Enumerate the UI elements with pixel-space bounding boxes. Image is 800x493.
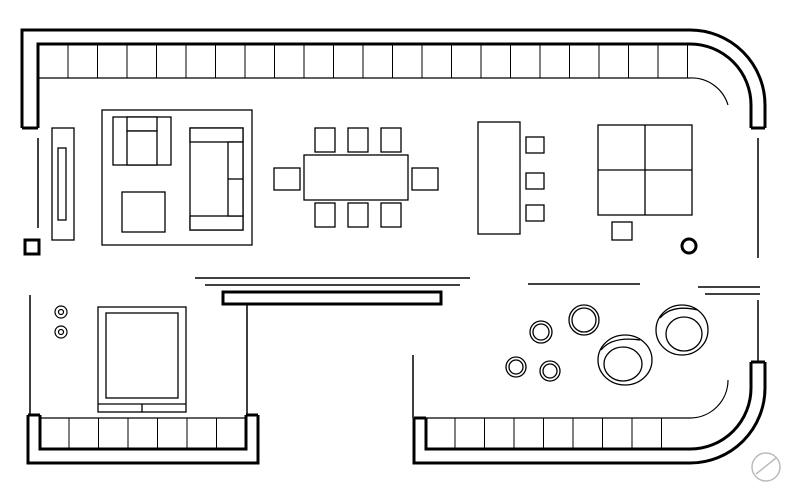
watermark-logo (751, 452, 781, 482)
kitchen-stool (525, 204, 545, 222)
dining-chair (314, 127, 336, 153)
living-rug (101, 109, 253, 246)
bottom-left-window-mullions (68, 418, 217, 449)
living-bench (51, 127, 75, 241)
kitchen-counter (477, 121, 521, 235)
round-stool-seat (508, 359, 524, 375)
dining-chair (314, 202, 336, 228)
dining-chairs (273, 127, 439, 228)
kitchen-stool (525, 172, 545, 190)
kitchen-stool (525, 136, 545, 154)
square-table (597, 124, 693, 216)
ottoman (121, 191, 166, 233)
round-column (680, 237, 698, 255)
floor-outlet (23, 238, 41, 256)
round-stools (505, 304, 600, 382)
dining-table (303, 154, 409, 201)
dining-chair (273, 167, 301, 191)
lounge-chair-2 (655, 304, 709, 356)
round-stool-seat (571, 307, 597, 333)
bottom-right-wall (412, 360, 767, 465)
top-window-mullions (67, 44, 688, 78)
top-wall (20, 28, 767, 130)
bottom-left-wall (26, 413, 260, 465)
partition-lines (29, 138, 760, 418)
round-stool-seat (532, 323, 550, 341)
dining-chair (347, 127, 369, 153)
dining-chair (347, 202, 369, 228)
dining-chair (380, 202, 402, 228)
bottom-right-window-mullions (454, 418, 662, 449)
sofa (189, 127, 244, 231)
lounge-chair-1 (597, 334, 653, 386)
dining-chair (380, 127, 402, 153)
round-stool-seat (542, 363, 558, 379)
bed (97, 306, 187, 413)
lounge-stool (611, 221, 633, 241)
partition-wall (221, 290, 443, 306)
wall-knobs (54, 305, 68, 339)
armchair (112, 116, 172, 166)
dining-chair (411, 167, 439, 191)
kitchen-stools (525, 136, 545, 222)
